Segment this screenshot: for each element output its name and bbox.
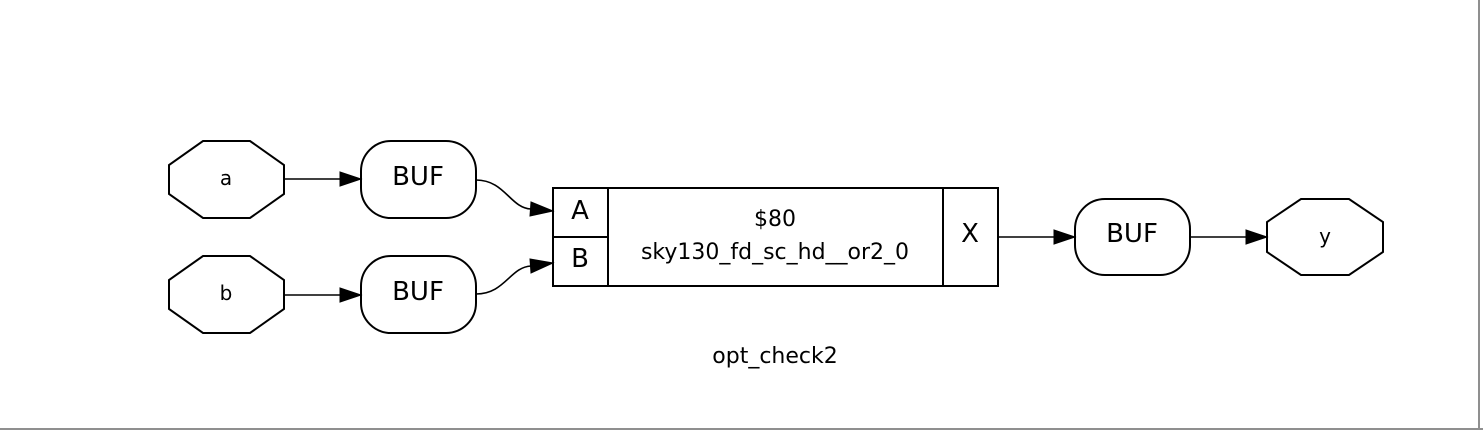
- viewer-border-bottom: [0, 428, 1483, 430]
- cell-port-b: B: [571, 244, 589, 274]
- wire-buf1-to-port-a: [475, 179, 555, 217]
- buffer-node-2-label: BUF: [392, 277, 444, 307]
- arrowhead: [339, 287, 363, 303]
- arrowhead: [1245, 229, 1269, 245]
- input-port-a: a: [168, 140, 285, 219]
- cell-port-x: X: [961, 219, 979, 249]
- wire-buf3-to-y: [1190, 229, 1269, 245]
- cell-instance-name: $80: [754, 207, 796, 232]
- buffer-node-3-label: BUF: [1106, 219, 1158, 249]
- arrowhead: [1053, 229, 1077, 245]
- wire-cell-to-buf3: [998, 229, 1077, 245]
- arrowhead: [529, 201, 555, 217]
- cell-type-name: sky130_fd_sc_hd__or2_0: [641, 240, 909, 265]
- cell-port-a: A: [571, 196, 589, 226]
- input-port-b-label: b: [220, 281, 233, 305]
- wire-b-to-buf2: [284, 287, 363, 303]
- or2-cell: A B $80 sky130_fd_sc_hd__or2_0 X: [552, 187, 999, 287]
- buffer-node-3: BUF: [1074, 198, 1191, 276]
- wire-buf2-to-port-b: [475, 258, 555, 295]
- arrowhead: [339, 171, 363, 187]
- input-port-a-label: a: [220, 166, 232, 190]
- input-port-b: b: [168, 255, 285, 334]
- arrowhead: [529, 258, 555, 274]
- buffer-node-1-label: BUF: [392, 162, 444, 192]
- wire-a-to-buf1: [284, 171, 363, 187]
- viewer-border-right: [1478, 0, 1480, 430]
- buffer-node-2: BUF: [360, 255, 477, 334]
- buffer-node-1: BUF: [360, 140, 477, 219]
- diagram-caption: opt_check2: [712, 344, 837, 369]
- output-port-y: y: [1266, 198, 1384, 276]
- output-port-y-label: y: [1319, 224, 1331, 248]
